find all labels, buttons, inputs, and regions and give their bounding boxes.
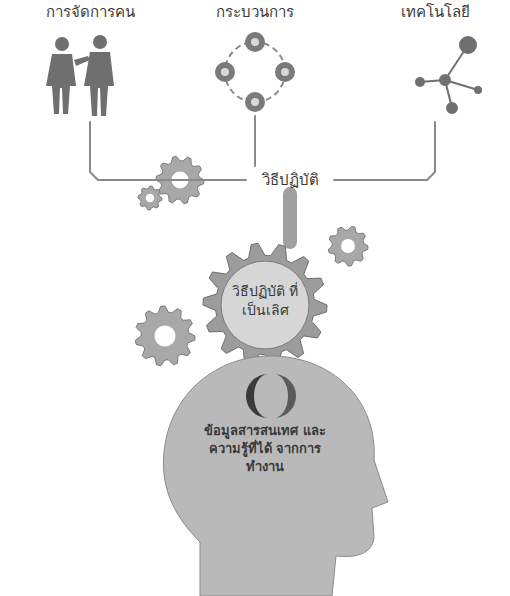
network-icon: [416, 37, 481, 113]
process-label: กระบวนการ: [185, 2, 325, 116]
people-label: การจัดการคน: [15, 2, 165, 122]
people-icon: [46, 35, 114, 116]
gear-hole: [155, 326, 176, 347]
connector-line: [254, 116, 256, 166]
gear-decoration: [138, 186, 162, 210]
node-text: ข้อมูลสารสนเทศ และความรู้ที่ได้ จากการทำ…: [190, 422, 340, 476]
gear-decoration: [156, 156, 204, 203]
head-outline: [163, 356, 388, 596]
process-cycle-icon: [215, 32, 295, 112]
gear-hole: [172, 172, 189, 189]
node-text: เทคโนโลยี: [365, 2, 505, 22]
logo-mark: [274, 374, 296, 418]
connector-line: [283, 194, 297, 242]
gear-decoration: [135, 306, 195, 366]
node-text: วิธีปฏิบัติ ที่เป็นเลิศ: [225, 282, 305, 320]
connector-line: [90, 122, 246, 180]
gear-decoration: [135, 156, 368, 365]
practice-gear: วิธีปฏิบัติ: [246, 166, 334, 194]
best-practice-gear: วิธีปฏิบัติ ที่เป็นเลิศ: [200, 242, 330, 368]
gear-outline: [203, 243, 327, 366]
node-text: กระบวนการ: [185, 2, 325, 22]
logo-mark: [246, 374, 268, 418]
gear-face: [221, 261, 309, 349]
gear-hole: [146, 194, 154, 202]
gear-hole: [341, 239, 355, 253]
node-text: วิธีปฏิบัติ: [246, 170, 334, 190]
node-text: การจัดการคน: [15, 2, 165, 22]
gear-decoration: [328, 226, 368, 266]
knowledge-head: ข้อมูลสารสนเทศ และความรู้ที่ได้ จากการทำ…: [140, 352, 390, 596]
connector-line: [334, 122, 435, 180]
technology-label: เทคโนโลยี: [365, 2, 505, 122]
